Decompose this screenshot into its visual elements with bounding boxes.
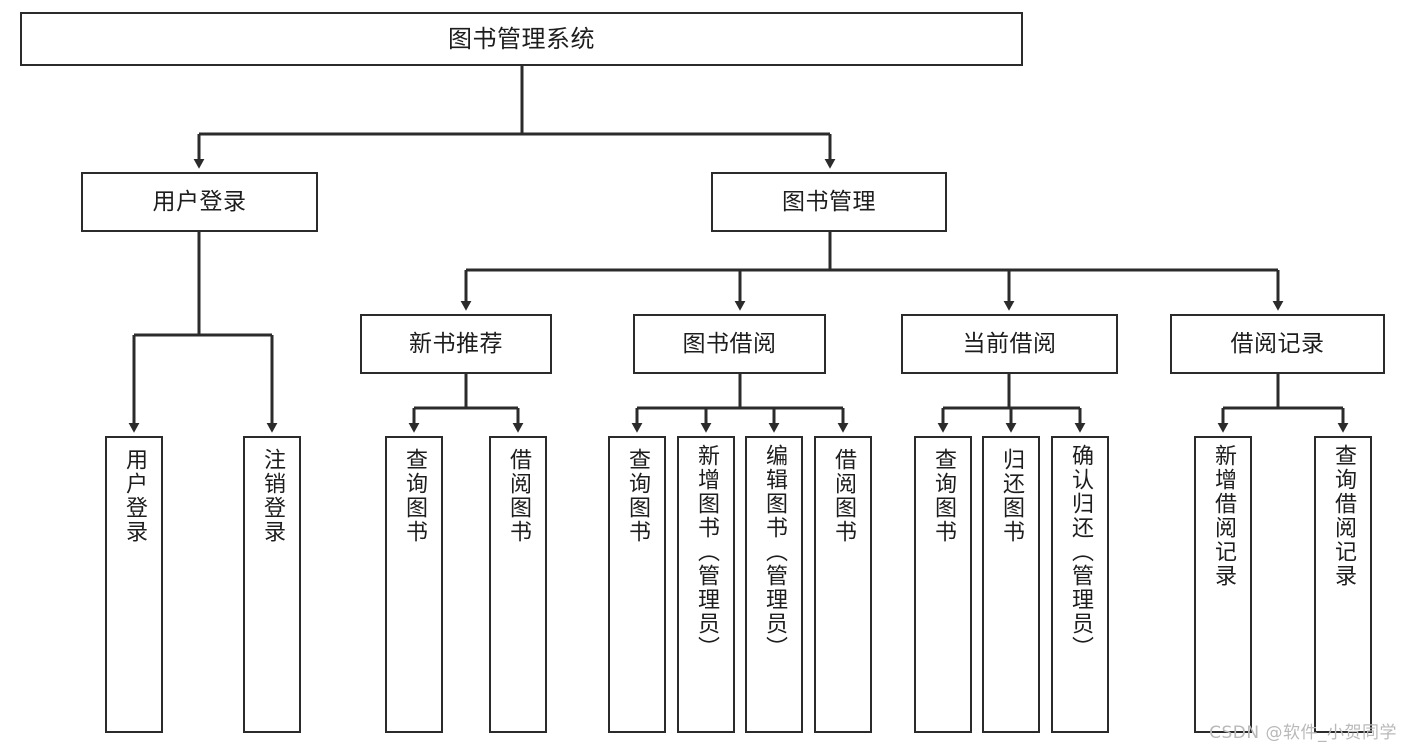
leaf-user-login[interactable]: 用户登录 — [105, 436, 163, 733]
node-label: 编辑图书（管理员） — [761, 444, 787, 660]
node-label: 用户登录 — [121, 448, 147, 544]
node-new-book-recommend[interactable]: 新书推荐 — [360, 314, 552, 374]
node-label: 图书管理 — [782, 188, 876, 215]
leaf-borrow-add-book-admin[interactable]: 新增图书（管理员） — [677, 436, 735, 733]
node-label: 借阅图书 — [505, 448, 531, 544]
node-label: 新增借阅记录 — [1210, 444, 1236, 588]
node-user-login[interactable]: 用户登录 — [81, 172, 318, 232]
node-label: 新增图书（管理员） — [693, 444, 719, 660]
node-label: 查询图书 — [401, 448, 427, 544]
leaf-records-add-record[interactable]: 新增借阅记录 — [1194, 436, 1252, 733]
leaf-borrow-edit-book-admin[interactable]: 编辑图书（管理员） — [745, 436, 803, 733]
node-label: 查询图书 — [624, 448, 650, 544]
node-label: 新书推荐 — [409, 330, 503, 357]
node-current-borrow[interactable]: 当前借阅 — [901, 314, 1118, 374]
node-label: 查询图书 — [930, 448, 956, 544]
leaf-current-query-book[interactable]: 查询图书 — [914, 436, 972, 733]
node-borrow-records[interactable]: 借阅记录 — [1170, 314, 1385, 374]
leaf-borrow-borrow-book[interactable]: 借阅图书 — [814, 436, 872, 733]
leaf-records-query-record[interactable]: 查询借阅记录 — [1314, 436, 1372, 733]
csdn-watermark: CSDN @软件_小贺同学 — [1209, 723, 1397, 743]
leaf-current-confirm-return-admin[interactable]: 确认归还（管理员） — [1051, 436, 1109, 733]
node-root-system[interactable]: 图书管理系统 — [20, 12, 1023, 66]
node-label: 当前借阅 — [962, 330, 1057, 357]
leaf-current-return-book[interactable]: 归还图书 — [982, 436, 1040, 733]
node-label: 借阅图书 — [830, 448, 856, 544]
node-label: 注销登录 — [259, 448, 285, 544]
node-label: 查询借阅记录 — [1330, 444, 1356, 588]
node-label: 确认归还（管理员） — [1067, 444, 1093, 660]
node-label: 图书借阅 — [682, 330, 777, 357]
node-label: 用户登录 — [152, 188, 247, 215]
node-book-borrow[interactable]: 图书借阅 — [633, 314, 826, 374]
node-label: 归还图书 — [998, 448, 1024, 544]
leaf-borrow-query-book[interactable]: 查询图书 — [608, 436, 666, 733]
node-book-management[interactable]: 图书管理 — [711, 172, 947, 232]
leaf-recommend-borrow-book[interactable]: 借阅图书 — [489, 436, 547, 733]
leaf-recommend-query-book[interactable]: 查询图书 — [385, 436, 443, 733]
leaf-logout[interactable]: 注销登录 — [243, 436, 301, 733]
node-label: 借阅记录 — [1230, 330, 1325, 357]
node-label: 图书管理系统 — [448, 25, 595, 53]
